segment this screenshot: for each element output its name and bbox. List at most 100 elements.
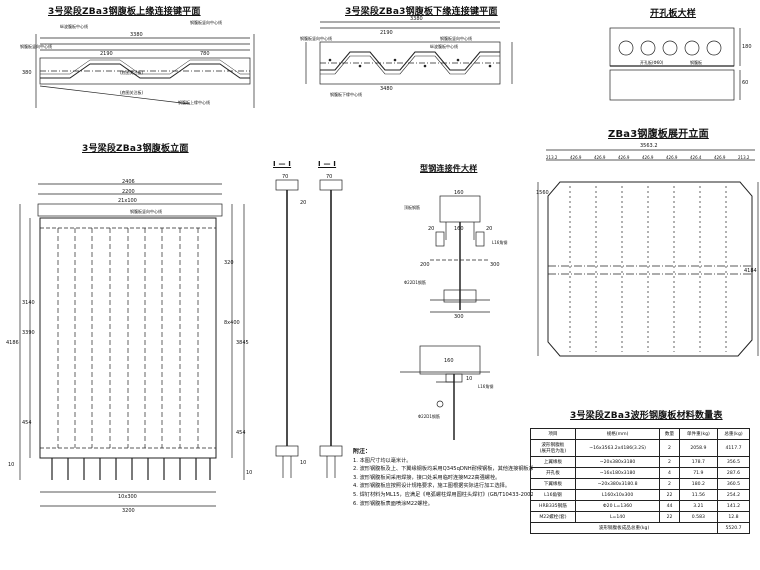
connector-label-3: Φ22D1钢筋 — [404, 280, 426, 285]
bom-title: 3号梁段ZBa3波形钢腹板材料数量表 — [570, 411, 723, 421]
elev-dim-left-2: 3140 — [22, 300, 35, 306]
elevation-title: 3号梁段ZBa3钢腹板立面 — [82, 144, 189, 154]
bom-cell: 开孔板 — [530, 467, 576, 479]
bom-cell: L160x10x300 — [574, 489, 661, 501]
elev-dim-right-2: 3845 — [236, 340, 249, 346]
upper-joint-plan — [35, 34, 255, 108]
bom-cell: 上翼缘板 — [530, 456, 576, 468]
unfold-seg-6: 426.9 — [666, 155, 678, 160]
bom-cell: 12.8 — [716, 511, 751, 523]
upper-label-1: 钢腹板竖向中心线 — [20, 44, 52, 49]
bom-cell: 4117.7 — [716, 439, 751, 457]
bom-total-label: 波形钢腹板成品总重(kg) — [530, 522, 718, 534]
bom-header-unit: 单件重(kg) — [678, 428, 718, 440]
bom-header-row: 项目 规格(mm) 数量 单件重(kg) 总重(kg) — [530, 428, 751, 440]
elev-dim-left-4: 454 — [22, 420, 32, 426]
bom-total-value: 5520.7 — [716, 522, 751, 534]
lower-dim-3: 2190 — [380, 30, 393, 36]
note-2: 2. 波形钢腹板及上、下翼缘钢板均采用Q345qDNH耐候钢板，其他连接钢板采用… — [353, 466, 533, 473]
bom-cell: Φ20 L=1360 — [574, 500, 661, 512]
unfold-seg-4: 426.9 — [618, 155, 630, 160]
bom-cell: 356.5 — [716, 456, 751, 468]
elev-dim-right-5: 454 — [236, 430, 246, 436]
hole-dim-2: 60 — [742, 80, 749, 86]
section-dim-2: 70 — [326, 174, 333, 180]
bom-cell: 2 — [659, 439, 680, 457]
upper-label-2: 钢腹板竖向中心线 — [190, 20, 222, 25]
upper-label-6: 钢腹板上缘中心线 — [178, 100, 210, 105]
bom-cell: 2 — [659, 478, 680, 490]
hole-plate-title: 开孔板大样 — [650, 9, 697, 19]
hole-dim-1: 180 — [742, 44, 752, 50]
bom-cell: L16角钢 — [530, 489, 576, 501]
bom-cell: 287.6 — [716, 467, 751, 479]
lower-label-4: 钢腹板下缘中心线 — [330, 92, 362, 97]
connector2-dim-2: 10 — [466, 376, 473, 382]
bom-header-total: 总重(kg) — [716, 428, 751, 440]
unfold-seg-1: 213.2 — [546, 155, 558, 160]
elev-dim-bottom-1: 10x300 — [118, 494, 137, 500]
bom-header-item: 项目 — [530, 428, 576, 440]
unfold-seg-2: 426.9 — [570, 155, 582, 160]
elev-dim-right-4: 10 — [246, 470, 253, 476]
note-6: 6. 波形钢腹板表面喷涂M22螺栓。 — [353, 500, 433, 507]
connector-detail-2 — [400, 345, 490, 440]
hole-plate-detail — [609, 27, 741, 101]
connector-label-2: L16角钢 — [492, 240, 508, 245]
connector-dim-3: 200 — [420, 262, 430, 268]
table-row: HRB335钢筋 Φ20 L=1360 44 3.21 141.2 — [530, 500, 751, 512]
bom-cell: 2 — [659, 456, 680, 468]
elev-centerline-label: 钢腹板竖向中心线 — [130, 209, 162, 214]
note-1: 1. 本图尺寸均以毫米计。 — [353, 457, 412, 464]
section-dim-3: 20 — [300, 200, 307, 206]
bom-table: 项目 规格(mm) 数量 单件重(kg) 总重(kg) 波形钢腹板 (展开后为准… — [530, 428, 751, 534]
section-dim-4: 10 — [300, 460, 307, 466]
elev-dim-bottom-2: 3200 — [122, 508, 135, 514]
connector-dim-2: 300 — [454, 314, 464, 320]
upper-dim-4: 380 — [22, 70, 32, 76]
connector-dim-4: 300 — [490, 262, 500, 268]
bom-cell: 254.2 — [716, 489, 751, 501]
bom-cell: HRB335钢筋 — [530, 500, 576, 512]
bom-cell: 180.2 — [678, 478, 718, 490]
connector-dim-6: 20 — [428, 226, 435, 232]
bom-cell: 22 — [659, 511, 680, 523]
elevation-view — [19, 183, 245, 507]
bom-cell: 11.56 — [678, 489, 718, 501]
bom-cell: L=140 — [574, 511, 661, 523]
bom-cell: 4 — [659, 467, 680, 479]
elev-dim-left-5: 10 — [8, 462, 15, 468]
bom-cell: ~20x380x3180.8 — [574, 478, 661, 490]
bom-cell: ~16x180x3180 — [574, 467, 661, 479]
elev-dim-right-3: 320 — [224, 260, 234, 266]
connector2-label-2: Φ22D1钢筋 — [418, 414, 440, 419]
elev-dim-left-1: 4186 — [6, 340, 19, 346]
notes-title: 附注： — [353, 448, 372, 455]
bom-cell: 71.9 — [678, 467, 718, 479]
elev-dim-left-3: 3390 — [22, 330, 35, 336]
lower-label-1: 钢腹板竖向中心线 — [300, 36, 332, 41]
connector-detail — [430, 195, 490, 313]
lower-joint-title: 3号梁段ZBa3钢腹板下缘连接键平面 — [345, 7, 498, 17]
elev-dim-right-1: 8x400 — [224, 320, 240, 326]
table-row: L16角钢 L160x10x300 22 11.56 254.2 — [530, 489, 751, 501]
table-row: 上翼缘板 ~20x380x3180 2 178.7 356.5 — [530, 456, 751, 468]
connector-dim-5: 160 — [454, 226, 464, 232]
lower-joint-plan — [305, 21, 513, 85]
note-3: 3. 波形钢腹板间采用焊接，接口处采用临时连接M22高强螺栓。 — [353, 474, 501, 481]
bom-cell: 44 — [659, 500, 680, 512]
upper-label-5: (底图关注板) — [120, 90, 144, 95]
unfold-dim-right: 4184 — [744, 268, 757, 274]
unfold-seg-9: 213.2 — [738, 155, 750, 160]
table-row: 波形钢腹板 (展开后为准) ~16x3563.2x4186(3.2S) 2 20… — [530, 439, 751, 457]
connector-title: 型钢连接件大样 — [420, 164, 478, 173]
elev-dim-top-2: 2200 — [122, 189, 135, 195]
connector2-label-1: L16角钢 — [478, 384, 494, 389]
bom-cell: 141.2 — [716, 500, 751, 512]
bom-cell: 波形钢腹板 (展开后为准) — [530, 439, 576, 457]
bom-cell: 3.21 — [678, 500, 718, 512]
bom-cell: 0.583 — [678, 511, 718, 523]
unfold-total: 3563.2 — [640, 143, 658, 149]
lower-label-3: 纵波腹板中心线 — [430, 44, 458, 49]
